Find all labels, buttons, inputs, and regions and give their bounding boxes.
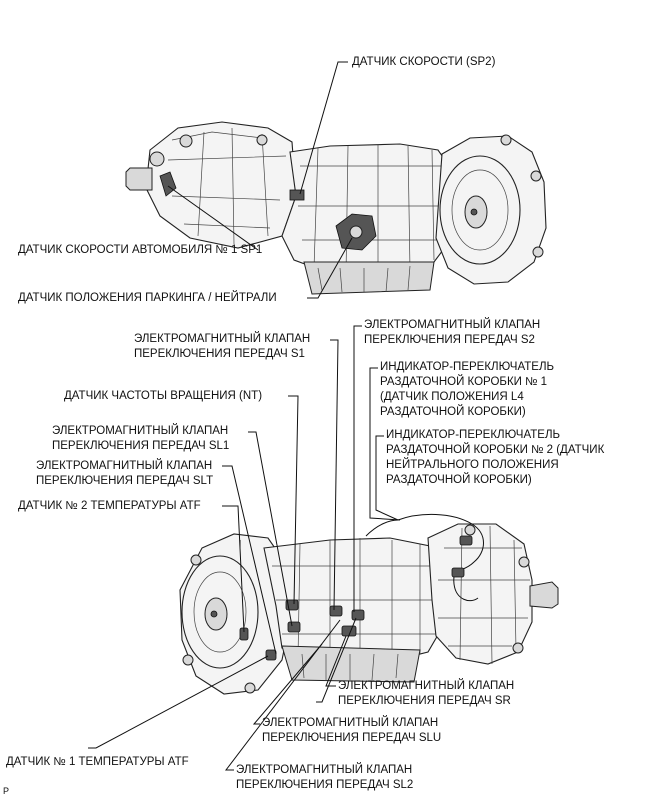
corner-mark: P bbox=[3, 786, 10, 796]
label-park-neutral-sensor: ДАТЧИК ПОЛОЖЕНИЯ ПАРКИНГА / НЕЙТРАЛИ bbox=[18, 292, 277, 304]
label-transfer-indicator-2: ИНДИКАТОР-ПЕРЕКЛЮЧАТЕЛЬ РАЗДАТОЧНОЙ КОРО… bbox=[386, 429, 605, 486]
label-turbine-speed-sensor-nt: ДАТЧИК ЧАСТОТЫ ВРАЩЕНИЯ (NT) bbox=[64, 390, 263, 402]
label-speed-sensor-sp2: ДАТЧИК СКОРОСТИ (SP2) bbox=[352, 56, 496, 68]
label-atf-temp-sensor-2: ДАТЧИК № 2 ТЕМПЕРАТУРЫ ATF bbox=[18, 500, 201, 512]
label-solenoid-slt: ЭЛЕКТРОМАГНИТНЫЙ КЛАПАН ПЕРЕКЛЮЧЕНИЯ ПЕР… bbox=[36, 460, 214, 487]
leader-lines bbox=[88, 61, 401, 771]
upper-transmission bbox=[125, 121, 547, 295]
label-solenoid-sr: ЭЛЕКТРОМАГНИТНЫЙ КЛАПАН ПЕРЕКЛЮЧЕНИЯ ПЕР… bbox=[338, 680, 515, 707]
label-solenoid-s1: ЭЛЕКТРОМАГНИТНЫЙ КЛАПАН ПЕРЕКЛЮЧЕНИЯ ПЕР… bbox=[134, 333, 311, 360]
label-vehicle-speed-sensor-sp1: ДАТЧИК СКОРОСТИ АВТОМОБИЛЯ № 1 SP1 bbox=[18, 244, 263, 256]
lower-transmission bbox=[179, 513, 559, 695]
label-solenoid-s2: ЭЛЕКТРОМАГНИТНЫЙ КЛАПАН ПЕРЕКЛЮЧЕНИЯ ПЕР… bbox=[364, 319, 541, 346]
label-solenoid-sl1: ЭЛЕКТРОМАГНИТНЫЙ КЛАПАН ПЕРЕКЛЮЧЕНИЯ ПЕР… bbox=[52, 425, 230, 452]
label-transfer-indicator-1: ИНДИКАТОР-ПЕРЕКЛЮЧАТЕЛЬ РАЗДАТОЧНОЙ КОРО… bbox=[380, 361, 555, 418]
label-solenoid-sl2: ЭЛЕКТРОМАГНИТНЫЙ КЛАПАН ПЕРЕКЛЮЧЕНИЯ ПЕР… bbox=[236, 764, 414, 791]
label-solenoid-slu: ЭЛЕКТРОМАГНИТНЫЙ КЛАПАН ПЕРЕКЛЮЧЕНИЯ ПЕР… bbox=[262, 717, 442, 744]
label-atf-temp-sensor-1: ДАТЧИК № 1 ТЕМПЕРАТУРЫ ATF bbox=[6, 756, 189, 768]
